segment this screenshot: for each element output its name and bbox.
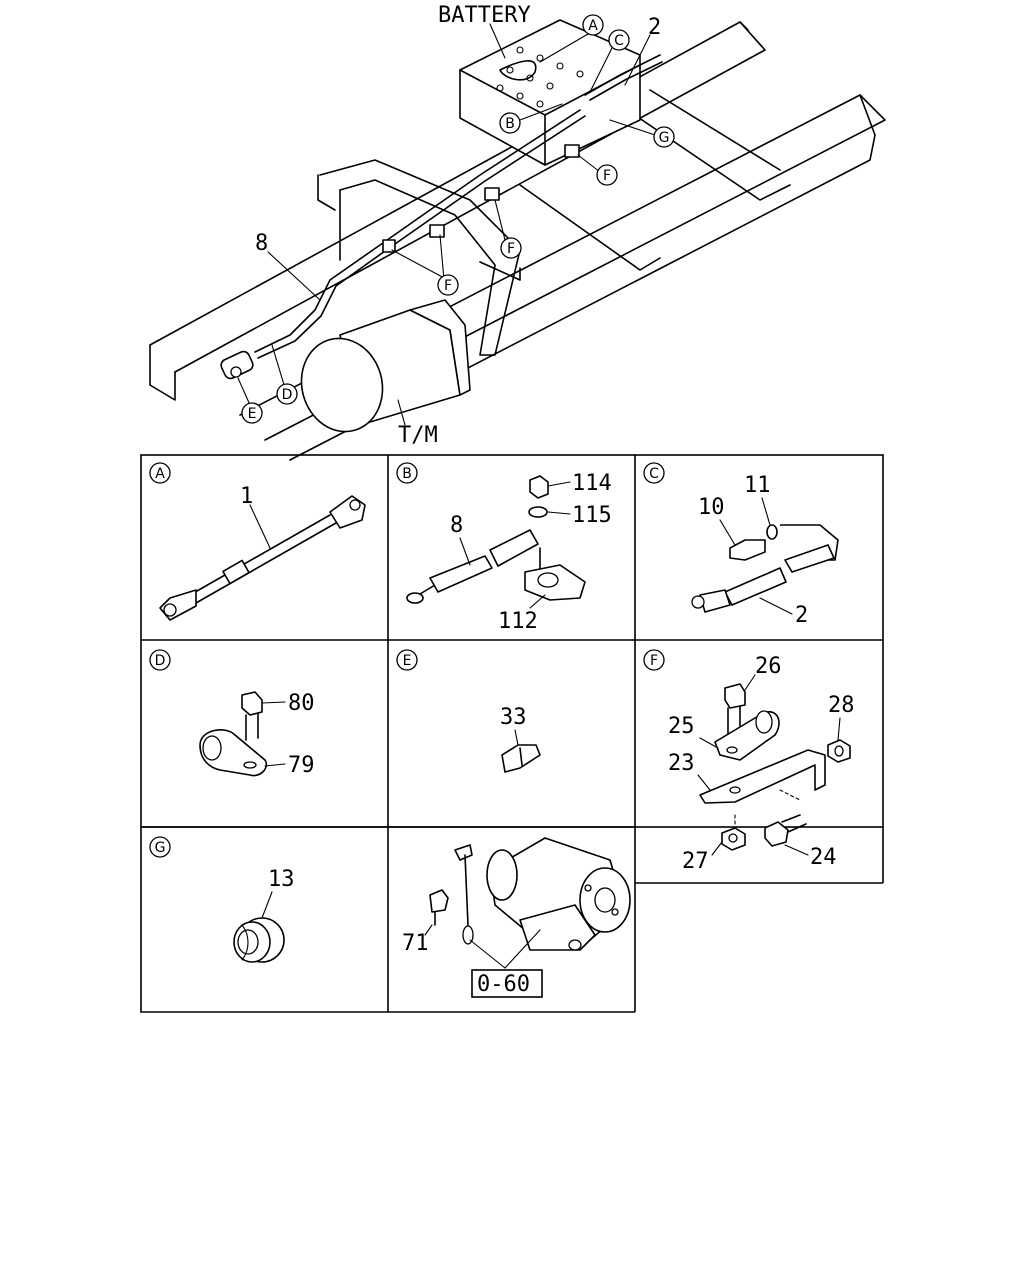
panel-a: A 1: [149, 462, 366, 621]
callout-b: B: [499, 112, 521, 134]
transmission: [300, 299, 471, 433]
frame-rail-front: [239, 94, 886, 441]
panel-g-letter: G: [155, 840, 166, 856]
part-number-26: 26: [755, 654, 782, 679]
panel-c: C 11 10 2: [643, 462, 839, 628]
panel-f: F 26 25 28 23 27 24: [643, 649, 855, 874]
callout-e: E: [241, 402, 263, 424]
panel-d-letter: D: [155, 653, 166, 669]
frame-rail-rear: [149, 21, 766, 373]
part-number-8-detail: 8: [450, 513, 463, 538]
part-number-112: 112: [498, 609, 538, 634]
svg-text:F: F: [444, 278, 452, 294]
panel-starter: 71 0-60: [402, 837, 631, 998]
svg-text:B: B: [505, 116, 515, 132]
svg-text:F: F: [603, 168, 611, 184]
panel-f-letter: F: [650, 653, 658, 669]
reference-0-60: 0-60: [477, 972, 530, 997]
panel-c-letter: C: [649, 466, 659, 482]
part-number-13: 13: [268, 867, 295, 892]
callout-f-1: F: [596, 164, 618, 186]
part-number-71: 71: [402, 931, 429, 956]
starter-motor: [486, 837, 631, 951]
panel-e-letter: E: [403, 653, 412, 669]
part-number-24: 24: [810, 845, 837, 870]
callout-g: G: [653, 126, 675, 148]
part-number-80: 80: [288, 691, 315, 716]
part-number-8-overview: 8: [255, 231, 268, 256]
panel-b: B 114 115 8 112: [396, 462, 612, 634]
part-number-2-detail: 2: [795, 603, 808, 628]
callout-f-3: F: [437, 274, 459, 296]
part-number-33: 33: [500, 705, 527, 730]
part-number-115: 115: [572, 503, 612, 528]
panel-b-letter: B: [402, 466, 412, 482]
part-number-28: 28: [828, 693, 855, 718]
cross-member: [619, 104, 791, 201]
part-number-2-overview: 2: [648, 15, 661, 40]
svg-text:C: C: [614, 33, 624, 49]
part-number-114: 114: [572, 471, 612, 496]
battery-label: BATTERY: [438, 3, 531, 28]
detail-grid: [140, 454, 884, 1013]
panel-g: G 13: [149, 836, 295, 963]
part-number-11: 11: [744, 473, 771, 498]
callout-c: C: [608, 29, 630, 51]
part-number-27: 27: [682, 849, 709, 874]
reference-box: [471, 969, 543, 998]
callout-d: D: [276, 383, 298, 405]
frame-arch: [319, 159, 521, 356]
transmission-label: T/M: [398, 423, 438, 448]
part-number-25: 25: [668, 714, 695, 739]
panel-e: E 33: [396, 649, 541, 773]
svg-text:D: D: [282, 387, 293, 403]
svg-text:A: A: [588, 18, 598, 34]
svg-text:G: G: [659, 130, 670, 146]
panel-d: D 80 79: [149, 649, 315, 778]
part-number-23: 23: [668, 751, 695, 776]
part-number-1: 1: [240, 484, 253, 509]
svg-text:E: E: [248, 406, 257, 422]
part-number-10: 10: [698, 495, 725, 520]
callout-a: A: [582, 14, 604, 36]
part-number-79: 79: [288, 753, 315, 778]
svg-text:F: F: [507, 241, 515, 257]
cable-8-route: [254, 109, 581, 353]
panel-a-letter: A: [155, 466, 165, 482]
overview-drawing: BATTERY 2 8 T/M A C B G F F F D E: [149, 3, 886, 461]
callout-f-2: F: [500, 237, 522, 259]
